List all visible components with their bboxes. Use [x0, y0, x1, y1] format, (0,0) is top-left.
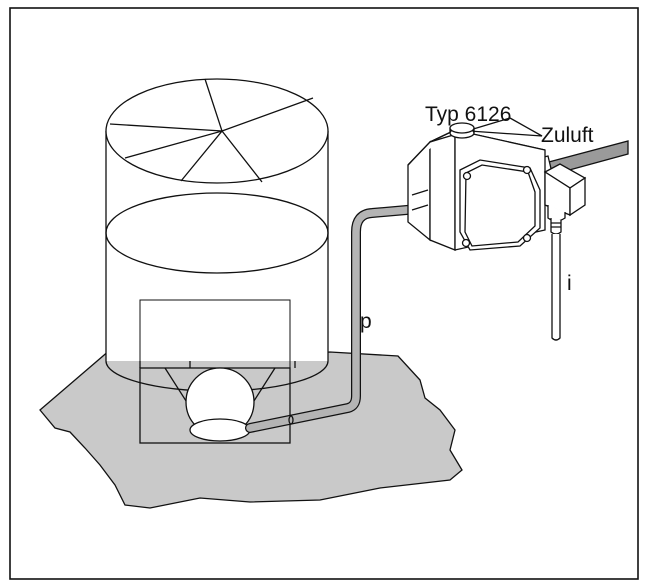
label-current: i — [567, 272, 572, 295]
cable-connector — [543, 163, 587, 235]
label-pressure: p — [360, 310, 372, 333]
outer-border — [9, 7, 639, 580]
label-supply-air: Zuluft — [541, 124, 594, 147]
transmitter-housing — [407, 117, 546, 251]
tank-fill-level — [105, 192, 329, 274]
label-device-type: Typ 6126 — [425, 103, 511, 126]
signal-cable — [551, 234, 561, 341]
storage-tank — [105, 78, 329, 392]
